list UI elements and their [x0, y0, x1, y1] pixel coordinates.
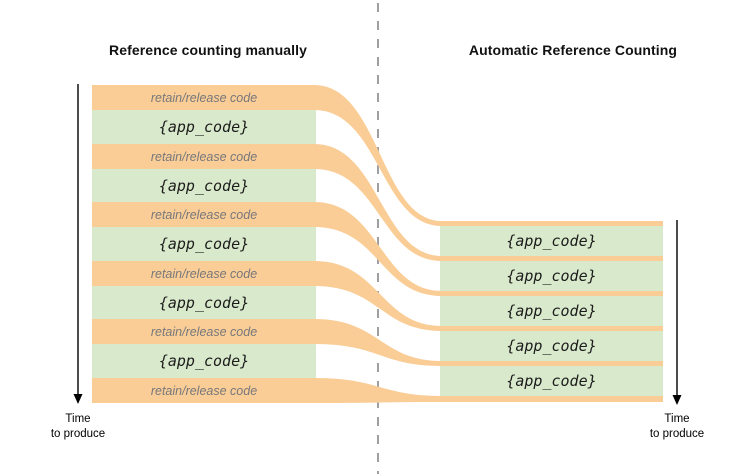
retain-release-bar: retain/release code: [92, 261, 316, 286]
arc-overhead-strip: [440, 396, 663, 402]
arc-app-code-bar: {app_code}: [440, 296, 663, 326]
arc-overhead-strip: [440, 361, 663, 366]
flow-curve-6: [314, 378, 442, 403]
flow-curve-4: [314, 261, 442, 331]
arc-title: Automatic Reference Counting: [468, 42, 678, 58]
manual-rc-title: Reference counting manually: [109, 42, 307, 58]
arc-overhead-strip: [440, 221, 663, 226]
time-label-right-line1: Time: [664, 413, 690, 425]
retain-release-bar: retain/release code: [92, 85, 316, 110]
flow-curve-5: [314, 319, 442, 366]
arc-app-code-bar: {app_code}: [440, 331, 663, 361]
time-label-right: Time to produce: [622, 412, 732, 442]
app-code-bar: {app_code}: [92, 286, 316, 319]
app-code-bar: {app_code}: [92, 344, 316, 378]
right-arrowhead-icon: [672, 395, 682, 405]
time-label-left-line2: to produce: [50, 428, 106, 440]
retain-release-bar: retain/release code: [92, 378, 316, 403]
retain-release-bar: retain/release code: [92, 144, 316, 169]
arc-app-code-bar: {app_code}: [440, 261, 663, 291]
time-label-right-line2: to produce: [649, 428, 705, 440]
left-time-arrow: [73, 84, 83, 404]
arc-overhead-strip: [440, 326, 663, 331]
app-code-bar: {app_code}: [92, 227, 316, 261]
arc-overhead-strip: [440, 256, 663, 261]
time-label-left: Time to produce: [23, 412, 133, 442]
app-code-bar: {app_code}: [92, 169, 316, 202]
left-arrowhead-icon: [73, 394, 83, 404]
flow-curve-1: [314, 85, 442, 226]
arc-overhead-strip: [440, 291, 663, 296]
flow-curve-3: [314, 202, 442, 296]
retain-release-bar: retain/release code: [92, 202, 316, 227]
flow-curve-2: [314, 144, 442, 261]
app-code-bar: {app_code}: [92, 110, 316, 144]
arc-app-code-bar: {app_code}: [440, 366, 663, 396]
arc-app-code-bar: {app_code}: [440, 226, 663, 256]
retain-release-bar: retain/release code: [92, 319, 316, 344]
time-label-left-line1: Time: [65, 413, 91, 425]
right-time-arrow: [672, 220, 682, 405]
